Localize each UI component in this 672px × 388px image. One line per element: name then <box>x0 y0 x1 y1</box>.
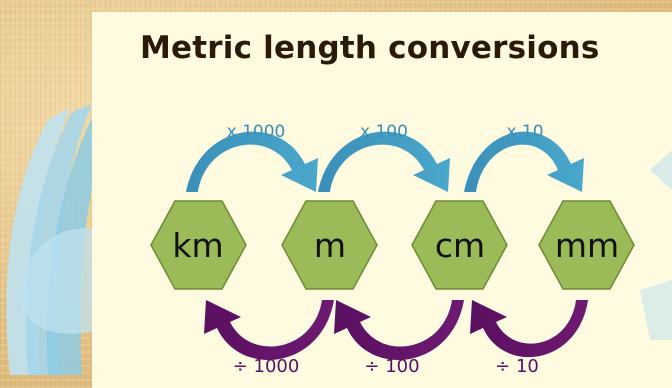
unit-label-m: m <box>314 226 346 265</box>
slide-title: Metric length conversions <box>140 30 600 66</box>
multiply-label-1000: x 1000 <box>227 122 286 142</box>
hexagon-cm <box>411 200 508 290</box>
divide-label-10: ÷ 10 <box>495 356 539 377</box>
unit-label-cm: cm <box>435 226 485 265</box>
unit-label-km: km <box>172 226 223 265</box>
decorative-fan-shape <box>6 104 116 375</box>
multiply-arrow-km-to-m <box>186 131 318 192</box>
hexagon-m <box>281 200 378 290</box>
divide-arrow-m-to-km <box>204 300 334 361</box>
hexagon-km <box>150 200 247 290</box>
divide-arrow-mm-to-cm <box>470 300 588 358</box>
multiply-label-10: x 10 <box>506 122 543 142</box>
multiply-label-100: x 100 <box>360 122 408 142</box>
multiply-arrow-cm-to-mm <box>464 131 584 192</box>
divide-arrow-cm-to-m <box>334 300 464 361</box>
decorative-corner-shape <box>640 150 672 340</box>
divide-label-100: ÷ 100 <box>364 356 419 377</box>
divide-label-1000: ÷ 1000 <box>233 356 300 377</box>
unit-label-mm: mm <box>555 226 619 265</box>
multiply-arrow-m-to-cm <box>318 131 450 192</box>
hexagon-mm <box>538 200 635 290</box>
